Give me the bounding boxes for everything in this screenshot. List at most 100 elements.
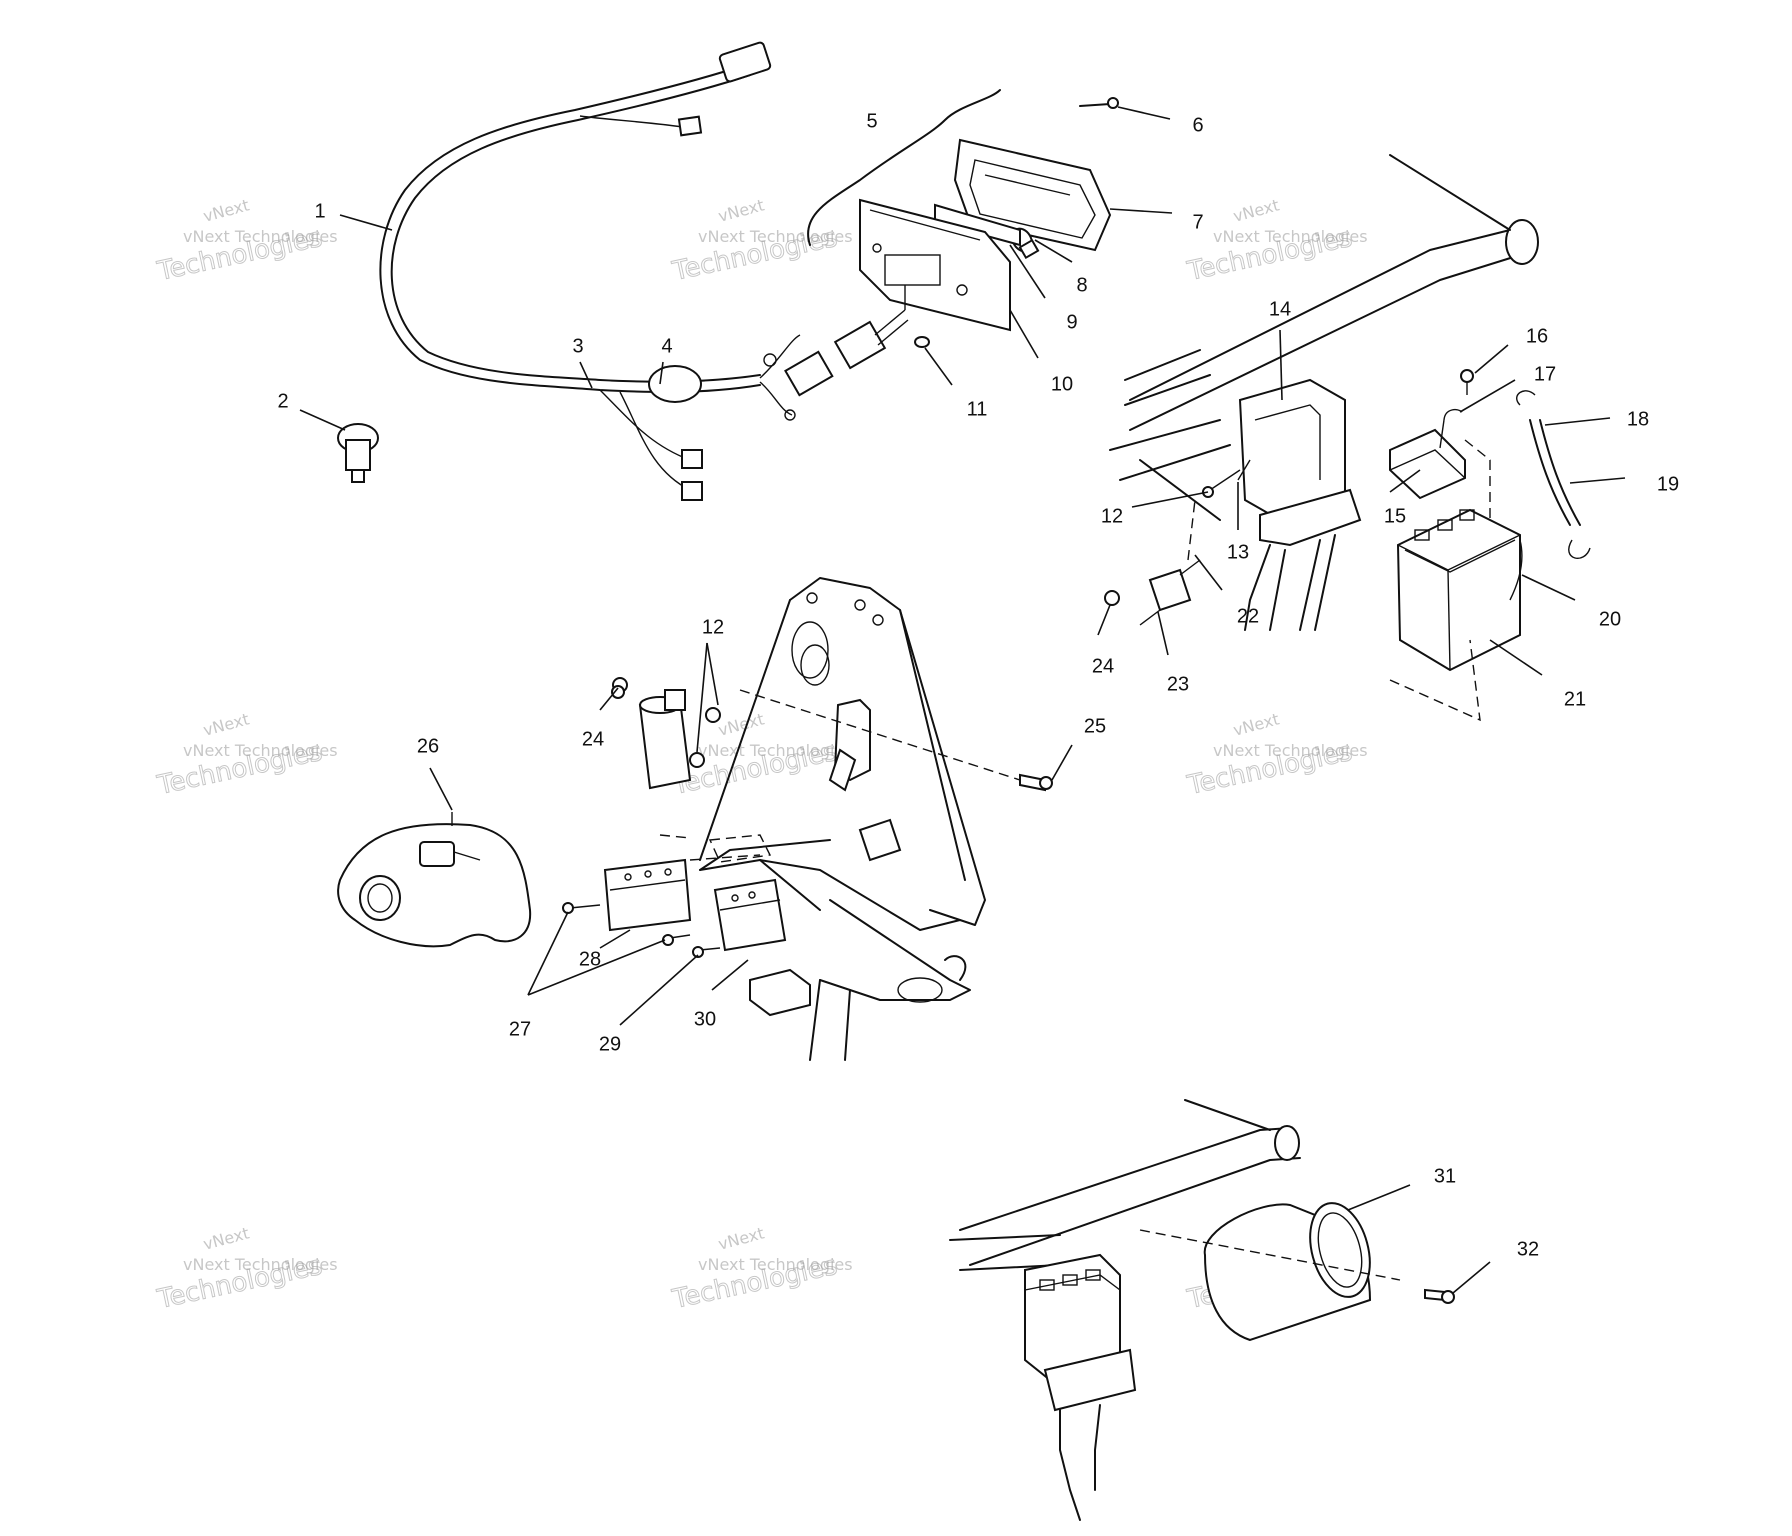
svg-text:1: 1: [314, 200, 325, 222]
svg-text:vNext: vNext: [716, 195, 766, 225]
svg-text:vNext Technologies: vNext Technologies: [698, 227, 853, 246]
callout-11: 11: [924, 347, 988, 420]
callout-24-right: 24: [1092, 604, 1114, 677]
svg-text:vNext Technologies: vNext Technologies: [1213, 227, 1368, 246]
watermark: vNext vNext Technologies Technologies: [154, 195, 338, 287]
svg-text:vNext: vNext: [201, 195, 251, 225]
tail-light-assembly: [807, 89, 1119, 348]
watermark: vNext vNext Technologies Technologies: [154, 709, 338, 801]
callout-5: 5: [866, 110, 877, 132]
svg-text:32: 32: [1517, 1238, 1539, 1260]
svg-text:13: 13: [1227, 541, 1249, 563]
watermark: vNext vNext Technologies Technologies: [1184, 709, 1368, 801]
oil-tank: [337, 812, 532, 948]
svg-text:vNext: vNext: [1231, 709, 1281, 739]
callout-14: 14: [1269, 298, 1291, 401]
callout-13: 13: [1227, 482, 1249, 563]
callout-10: 10: [1009, 309, 1073, 395]
svg-text:18: 18: [1627, 408, 1649, 430]
callout-12-right: 12: [1101, 491, 1209, 527]
svg-text:21: 21: [1564, 688, 1586, 710]
callout-26: 26: [417, 735, 453, 811]
svg-text:15: 15: [1384, 505, 1406, 527]
callout-17: 17: [1459, 363, 1556, 413]
svg-text:vNext: vNext: [716, 1223, 766, 1253]
svg-text:10: 10: [1051, 373, 1073, 395]
callout-23: 23: [1157, 611, 1189, 695]
callouts: 1 2 3 4 5 6 7 8 9: [277, 106, 1679, 1294]
svg-text:17: 17: [1534, 363, 1556, 385]
callout-9: 9: [1009, 244, 1078, 333]
watermark: vNext vNext Technologies Technologies: [669, 1223, 853, 1315]
center-frame-panel: [562, 577, 1053, 1061]
callout-19: 19: [1569, 473, 1679, 495]
callout-8: 8: [1034, 239, 1088, 296]
callout-2: 2: [277, 390, 346, 431]
svg-text:22: 22: [1237, 605, 1259, 627]
svg-text:6: 6: [1192, 114, 1203, 136]
callout-1: 1: [314, 200, 393, 231]
svg-text:vNext: vNext: [716, 709, 766, 739]
svg-text:vNext Technologies: vNext Technologies: [183, 227, 338, 246]
callout-6: 6: [1117, 106, 1204, 136]
callout-18: 18: [1544, 408, 1649, 430]
watermark: vNext vNext Technologies Technologies: [154, 1223, 338, 1315]
callout-22: 22: [1194, 554, 1259, 627]
watermark: vNext vNext Technologies Technologies: [669, 195, 853, 287]
callout-21: 21: [1489, 639, 1586, 710]
svg-text:vNext: vNext: [201, 1223, 251, 1253]
callout-29: 29: [599, 954, 699, 1055]
svg-text:29: 29: [599, 1033, 621, 1055]
callout-30: 30: [694, 959, 749, 1030]
callout-16: 16: [1474, 325, 1548, 374]
svg-text:8: 8: [1076, 274, 1087, 296]
callout-32: 32: [1452, 1238, 1539, 1294]
svg-text:24: 24: [582, 728, 604, 750]
svg-text:7: 7: [1192, 211, 1203, 233]
svg-text:24: 24: [1092, 655, 1114, 677]
svg-text:5: 5: [866, 110, 877, 132]
svg-text:3: 3: [572, 335, 583, 357]
wire-harness: [379, 41, 909, 501]
svg-text:30: 30: [694, 1008, 716, 1030]
svg-text:23: 23: [1167, 673, 1189, 695]
switch-part: [337, 423, 379, 483]
callout-15: 15: [1384, 469, 1421, 527]
callout-12-center: 12: [696, 616, 724, 753]
svg-text:vNext Technologies: vNext Technologies: [183, 1255, 338, 1274]
callout-3: 3: [572, 335, 593, 389]
watermark-group: vNext vNext Technologies Technologies vN…: [154, 195, 1368, 1315]
callout-20: 20: [1521, 574, 1621, 630]
callout-25: 25: [1051, 715, 1106, 781]
svg-text:14: 14: [1269, 298, 1291, 320]
svg-text:20: 20: [1599, 608, 1621, 630]
callout-4: 4: [659, 335, 673, 385]
svg-text:vNext: vNext: [1231, 195, 1281, 225]
svg-text:26: 26: [417, 735, 439, 757]
svg-text:25: 25: [1084, 715, 1106, 737]
watermark: vNext vNext Technologies Technologies: [1184, 195, 1368, 287]
svg-text:4: 4: [661, 335, 672, 357]
svg-text:16: 16: [1526, 325, 1548, 347]
svg-text:12: 12: [702, 616, 724, 638]
svg-text:19: 19: [1657, 473, 1679, 495]
svg-text:27: 27: [509, 1018, 531, 1040]
callout-7: 7: [1109, 208, 1204, 233]
upper-frame: [1104, 154, 1591, 722]
svg-text:2: 2: [277, 390, 288, 412]
callout-31: 31: [1347, 1165, 1456, 1211]
svg-text:11: 11: [967, 398, 988, 420]
svg-text:9: 9: [1066, 311, 1077, 333]
callout-27: 27: [509, 911, 666, 1040]
callout-28: 28: [579, 929, 631, 970]
svg-text:31: 31: [1434, 1165, 1456, 1187]
svg-text:12: 12: [1101, 505, 1123, 527]
callout-24-center: 24: [582, 687, 619, 750]
lower-frame-starter: [949, 1099, 1455, 1521]
svg-text:vNext: vNext: [201, 709, 251, 739]
svg-text:28: 28: [579, 948, 601, 970]
svg-text:vNext Technologies: vNext Technologies: [698, 1255, 853, 1274]
svg-text:vNext Technologies: vNext Technologies: [1213, 741, 1368, 760]
svg-text:vNext Technologies: vNext Technologies: [183, 741, 338, 760]
